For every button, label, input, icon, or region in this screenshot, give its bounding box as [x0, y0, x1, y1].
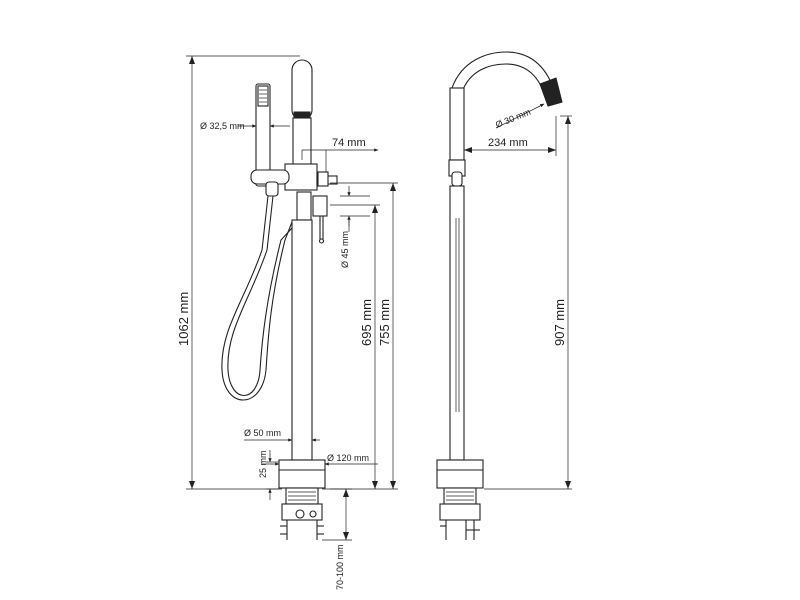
- label-side-height: 907 mm: [552, 299, 567, 346]
- spout-tip: [291, 59, 313, 121]
- label-spout-diameter: Ø 30 mm: [494, 107, 532, 130]
- side-upper-column: [449, 87, 465, 161]
- label-spout-reach: 234 mm: [488, 137, 528, 149]
- dim-spout-offset: 74 mm: [301, 137, 379, 172]
- label-install-depth: 70-100 mm: [335, 544, 345, 590]
- label-spout-offset: 74 mm: [332, 137, 366, 149]
- label-height-755: 755 mm: [377, 299, 392, 346]
- dim-total-height: 1062 mm: [176, 55, 300, 490]
- spout-outlet: [293, 111, 311, 119]
- mixer-body: [284, 163, 318, 191]
- dim-spout-diameter: Ø 30 mm: [494, 103, 545, 130]
- lower-column: [291, 219, 313, 461]
- dim-hand-shower-diameter: Ø 32,5 mm: [200, 121, 290, 131]
- dim-base-height: 25 mm: [258, 450, 279, 500]
- dim-mixer-diameter: Ø 45 mm: [340, 186, 370, 268]
- dim-column-diameter: Ø 50 mm: [244, 428, 320, 442]
- dim-side-height: 907 mm: [484, 115, 572, 490]
- dim-base-diameter: Ø 120 mm: [262, 453, 378, 466]
- label-base-diameter: Ø 120 mm: [327, 453, 369, 463]
- dim-height-695: 695 mm: [330, 204, 380, 489]
- base-rosette: [278, 459, 326, 489]
- label-total-height: 1062 mm: [176, 292, 191, 346]
- side-base-rosette: [436, 459, 484, 489]
- front-view: [221, 59, 338, 540]
- gooseneck-spout: [451, 51, 557, 97]
- label-mixer-diameter: Ø 45 mm: [340, 231, 350, 268]
- side-view: [436, 51, 563, 540]
- diverter-block: [296, 191, 312, 221]
- diverter-knob: [312, 195, 328, 217]
- dim-spout-reach: 234 mm: [464, 116, 557, 156]
- dim-height-755: 755 mm: [330, 182, 398, 490]
- label-hand-shower-diameter: Ø 32,5 mm: [200, 121, 245, 131]
- dim-install-depth: 70-100 mm: [322, 488, 352, 590]
- lever-knob: [317, 171, 329, 187]
- hand-shower: [255, 83, 271, 187]
- label-height-695: 695 mm: [359, 299, 374, 346]
- label-base-height: 25 mm: [258, 450, 268, 478]
- spout-outlet-side: [539, 77, 563, 107]
- label-column-diameter: Ø 50 mm: [244, 428, 281, 438]
- side-lower-column: [449, 185, 465, 461]
- shower-hose: [221, 195, 293, 401]
- side-install-frame: [439, 503, 481, 521]
